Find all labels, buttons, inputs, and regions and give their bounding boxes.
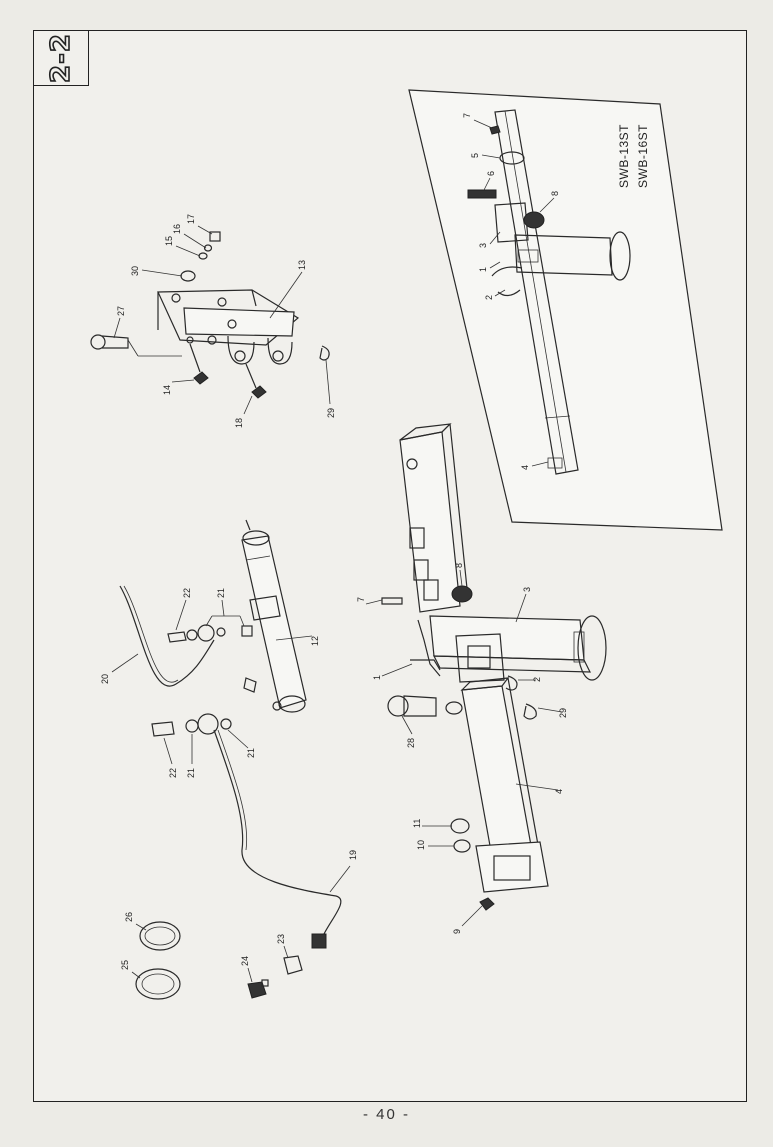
callout-7: 7 xyxy=(356,597,366,602)
clamp-25 xyxy=(135,968,181,1000)
callout-1: 1 xyxy=(372,675,382,680)
clevis-lug-1 xyxy=(227,335,255,365)
bolt-22b xyxy=(151,721,175,737)
upper-arm xyxy=(399,431,461,613)
callout-27: 27 xyxy=(116,306,126,316)
end-plate xyxy=(475,841,549,893)
banjo-21a xyxy=(197,624,215,642)
callout-21b: 21 xyxy=(186,768,196,778)
inset-handle-8 xyxy=(523,211,545,229)
pin-27 xyxy=(101,335,129,349)
inset-model-1: SWB-13ST xyxy=(617,124,631,188)
washer-15 xyxy=(198,252,208,260)
nut-30 xyxy=(180,270,196,282)
pin-27-head xyxy=(90,334,106,350)
callout-13: 13 xyxy=(297,260,307,270)
callout-12: 12 xyxy=(310,636,320,646)
page-number: - 40 - xyxy=(362,1106,410,1123)
callout-22b: 22 xyxy=(168,768,178,778)
clamp-26 xyxy=(139,921,181,951)
fitting-23 xyxy=(283,955,303,975)
lower-arm-4 xyxy=(461,685,535,869)
inset-spring-6 xyxy=(467,189,497,199)
callout-2: 2 xyxy=(532,677,542,682)
callout-24: 24 xyxy=(240,956,250,966)
inset-callout-3: 3 xyxy=(478,243,488,248)
inset-border xyxy=(408,89,723,531)
callout-11: 11 xyxy=(412,819,422,828)
cylinder-12 xyxy=(241,535,307,709)
jack-post-3 xyxy=(429,615,585,661)
hose-19-end xyxy=(311,933,327,949)
clamp-block xyxy=(455,633,505,683)
clip-29a xyxy=(319,345,330,361)
bushing-11 xyxy=(450,818,470,834)
inset-callout-4: 4 xyxy=(520,465,530,470)
hose-20 xyxy=(119,585,215,687)
inset-callout-8: 8 xyxy=(550,191,560,196)
pin-7 xyxy=(381,597,403,605)
callout-26: 26 xyxy=(124,912,134,922)
callout-3: 3 xyxy=(522,587,532,592)
bushing-10 xyxy=(453,839,471,853)
callout-4: 4 xyxy=(554,789,564,794)
callout-25: 25 xyxy=(120,960,130,970)
pin-28-head xyxy=(387,695,409,717)
clevis-lug-2 xyxy=(267,337,293,365)
inset-callout-6: 6 xyxy=(486,171,496,176)
inset-callout-2: 2 xyxy=(484,295,494,300)
callout-10: 10 xyxy=(416,840,426,850)
pin-2 xyxy=(505,675,518,691)
section-number-box: 2-2 xyxy=(33,30,89,86)
callout-21a: 21 xyxy=(216,588,226,598)
callout-19: 19 xyxy=(348,850,358,860)
callout-30: 30 xyxy=(130,266,140,276)
callout-16: 16 xyxy=(172,224,182,234)
fitting-24 xyxy=(247,981,267,999)
callout-29a: 29 xyxy=(326,408,336,418)
handle-8 xyxy=(451,585,473,603)
inset-model-2: SWB-16ST xyxy=(636,124,650,188)
inset-jack-post xyxy=(514,234,613,276)
callout-21c: 21 xyxy=(246,748,256,758)
callout-18: 18 xyxy=(234,418,244,428)
callout-23: 23 xyxy=(276,934,286,944)
callout-29b: 29 xyxy=(558,708,568,718)
callout-9: 9 xyxy=(452,929,462,934)
bracket-front-plate xyxy=(183,307,295,337)
lever-1 xyxy=(417,619,441,677)
hose-19 xyxy=(213,729,342,939)
jack-foot xyxy=(577,615,607,681)
callout-20: 20 xyxy=(100,674,110,684)
washer-16 xyxy=(203,244,213,252)
banjo-21b xyxy=(197,713,219,735)
inset-clamp xyxy=(494,202,529,243)
main-frame-assembly: 7 8 3 1 2 29 28 4 11 10 9 xyxy=(356,423,607,934)
cylinder-band xyxy=(249,595,281,621)
pin-28 xyxy=(403,695,437,717)
inset-jack-foot xyxy=(609,231,631,281)
nut-17 xyxy=(209,231,221,242)
cylinder-assembly: 22 21 20 12 22 21 21 19 23 24 26 25 xyxy=(100,519,358,1000)
callout-14: 14 xyxy=(162,385,172,395)
callout-22a: 22 xyxy=(182,588,192,598)
bolt-9 xyxy=(479,897,495,911)
bolt-18 xyxy=(251,385,267,399)
inset-callout-5: 5 xyxy=(470,153,480,158)
inset-arm xyxy=(494,109,579,475)
inset-panel: SWB-13ST SWB-16ST 7 5 6 8 3 1 2 4 xyxy=(408,89,723,531)
mounting-bracket-assembly: 13 14 15 16 17 18 27 29 30 xyxy=(90,214,336,428)
callout-28: 28 xyxy=(406,738,416,748)
clip-29b xyxy=(523,703,537,720)
inset-callout-7: 7 xyxy=(462,113,472,118)
bolt-14 xyxy=(193,371,209,385)
callout-8: 8 xyxy=(454,563,464,568)
callout-17: 17 xyxy=(186,214,196,224)
bolt-22a xyxy=(167,631,187,643)
callout-15: 15 xyxy=(164,236,174,246)
inset-callout-1: 1 xyxy=(478,267,488,272)
